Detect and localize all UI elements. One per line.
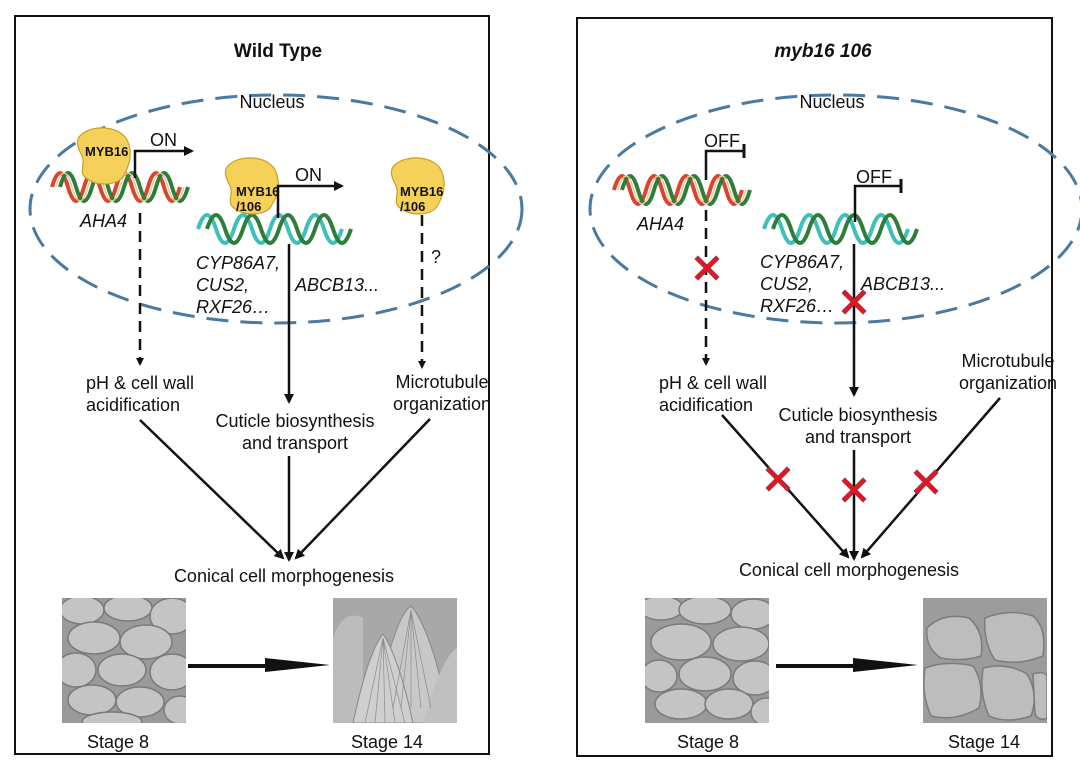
stage-label-8-wt: Stage 8 (86, 732, 150, 752)
switch-label-off-2: OFF (856, 167, 892, 187)
nucleus-label-mutant: Nucleus (799, 92, 865, 112)
sem-image-stage8-mutant (645, 598, 769, 723)
sem-image-stage8-wt (62, 598, 186, 723)
stage-label-14-mutant: Stage 14 (947, 732, 1021, 752)
outcome-morphogenesis: Conical cell morphogenesis (173, 566, 395, 586)
gene-label-cutin-genes: CYP86A7, CUS2, RXF26… (196, 253, 281, 317)
process-ph-acidification: pH & cell wall acidification (86, 373, 195, 415)
panel-title-wild-type: Wild Type (233, 41, 323, 62)
protein-label-myb16-106: MYB16 /106 (236, 184, 280, 214)
gene-label-cutin-genes-mutant: CYP86A7, CUS2, RXF26… (760, 252, 845, 316)
gene-label-abcb13-mutant: ABCB13... (861, 274, 946, 294)
unknown-link-label: ? (431, 247, 442, 267)
sem-image-stage14-mutant (923, 598, 1047, 723)
switch-label-on-2: ON (295, 165, 322, 185)
protein-label-myb16-106-b: MYB16 /106 (400, 184, 444, 214)
stage-label-14-wt: Stage 14 (350, 732, 424, 752)
process-ph-acidification-mutant: pH & cell wall acidification (659, 373, 768, 415)
outcome-morphogenesis-mutant: Conical cell morphogenesis (738, 560, 960, 580)
gene-label-aha4: AHA4 (80, 211, 128, 231)
sem-image-stage14-wt (333, 598, 457, 723)
switch-label-off-1: OFF (704, 131, 740, 151)
process-microtubule-mutant: Microtubule organization (958, 351, 1058, 393)
process-microtubule: Microtubule organization (392, 372, 492, 414)
process-cuticle: Cuticle biosynthesis and transport (215, 411, 375, 453)
nucleus-label: Nucleus (239, 92, 305, 112)
panel-title-mutant: myb16 106 (774, 41, 872, 62)
gene-label-aha4-mutant: AHA4 (637, 214, 685, 234)
protein-label-myb16: MYB16 (85, 144, 129, 159)
process-cuticle-mutant: Cuticle biosynthesis and transport (778, 405, 938, 447)
stage-label-8-mutant: Stage 8 (676, 732, 740, 752)
gene-label-abcb13: ABCB13... (295, 275, 380, 295)
switch-label-on-1: ON (150, 130, 177, 150)
